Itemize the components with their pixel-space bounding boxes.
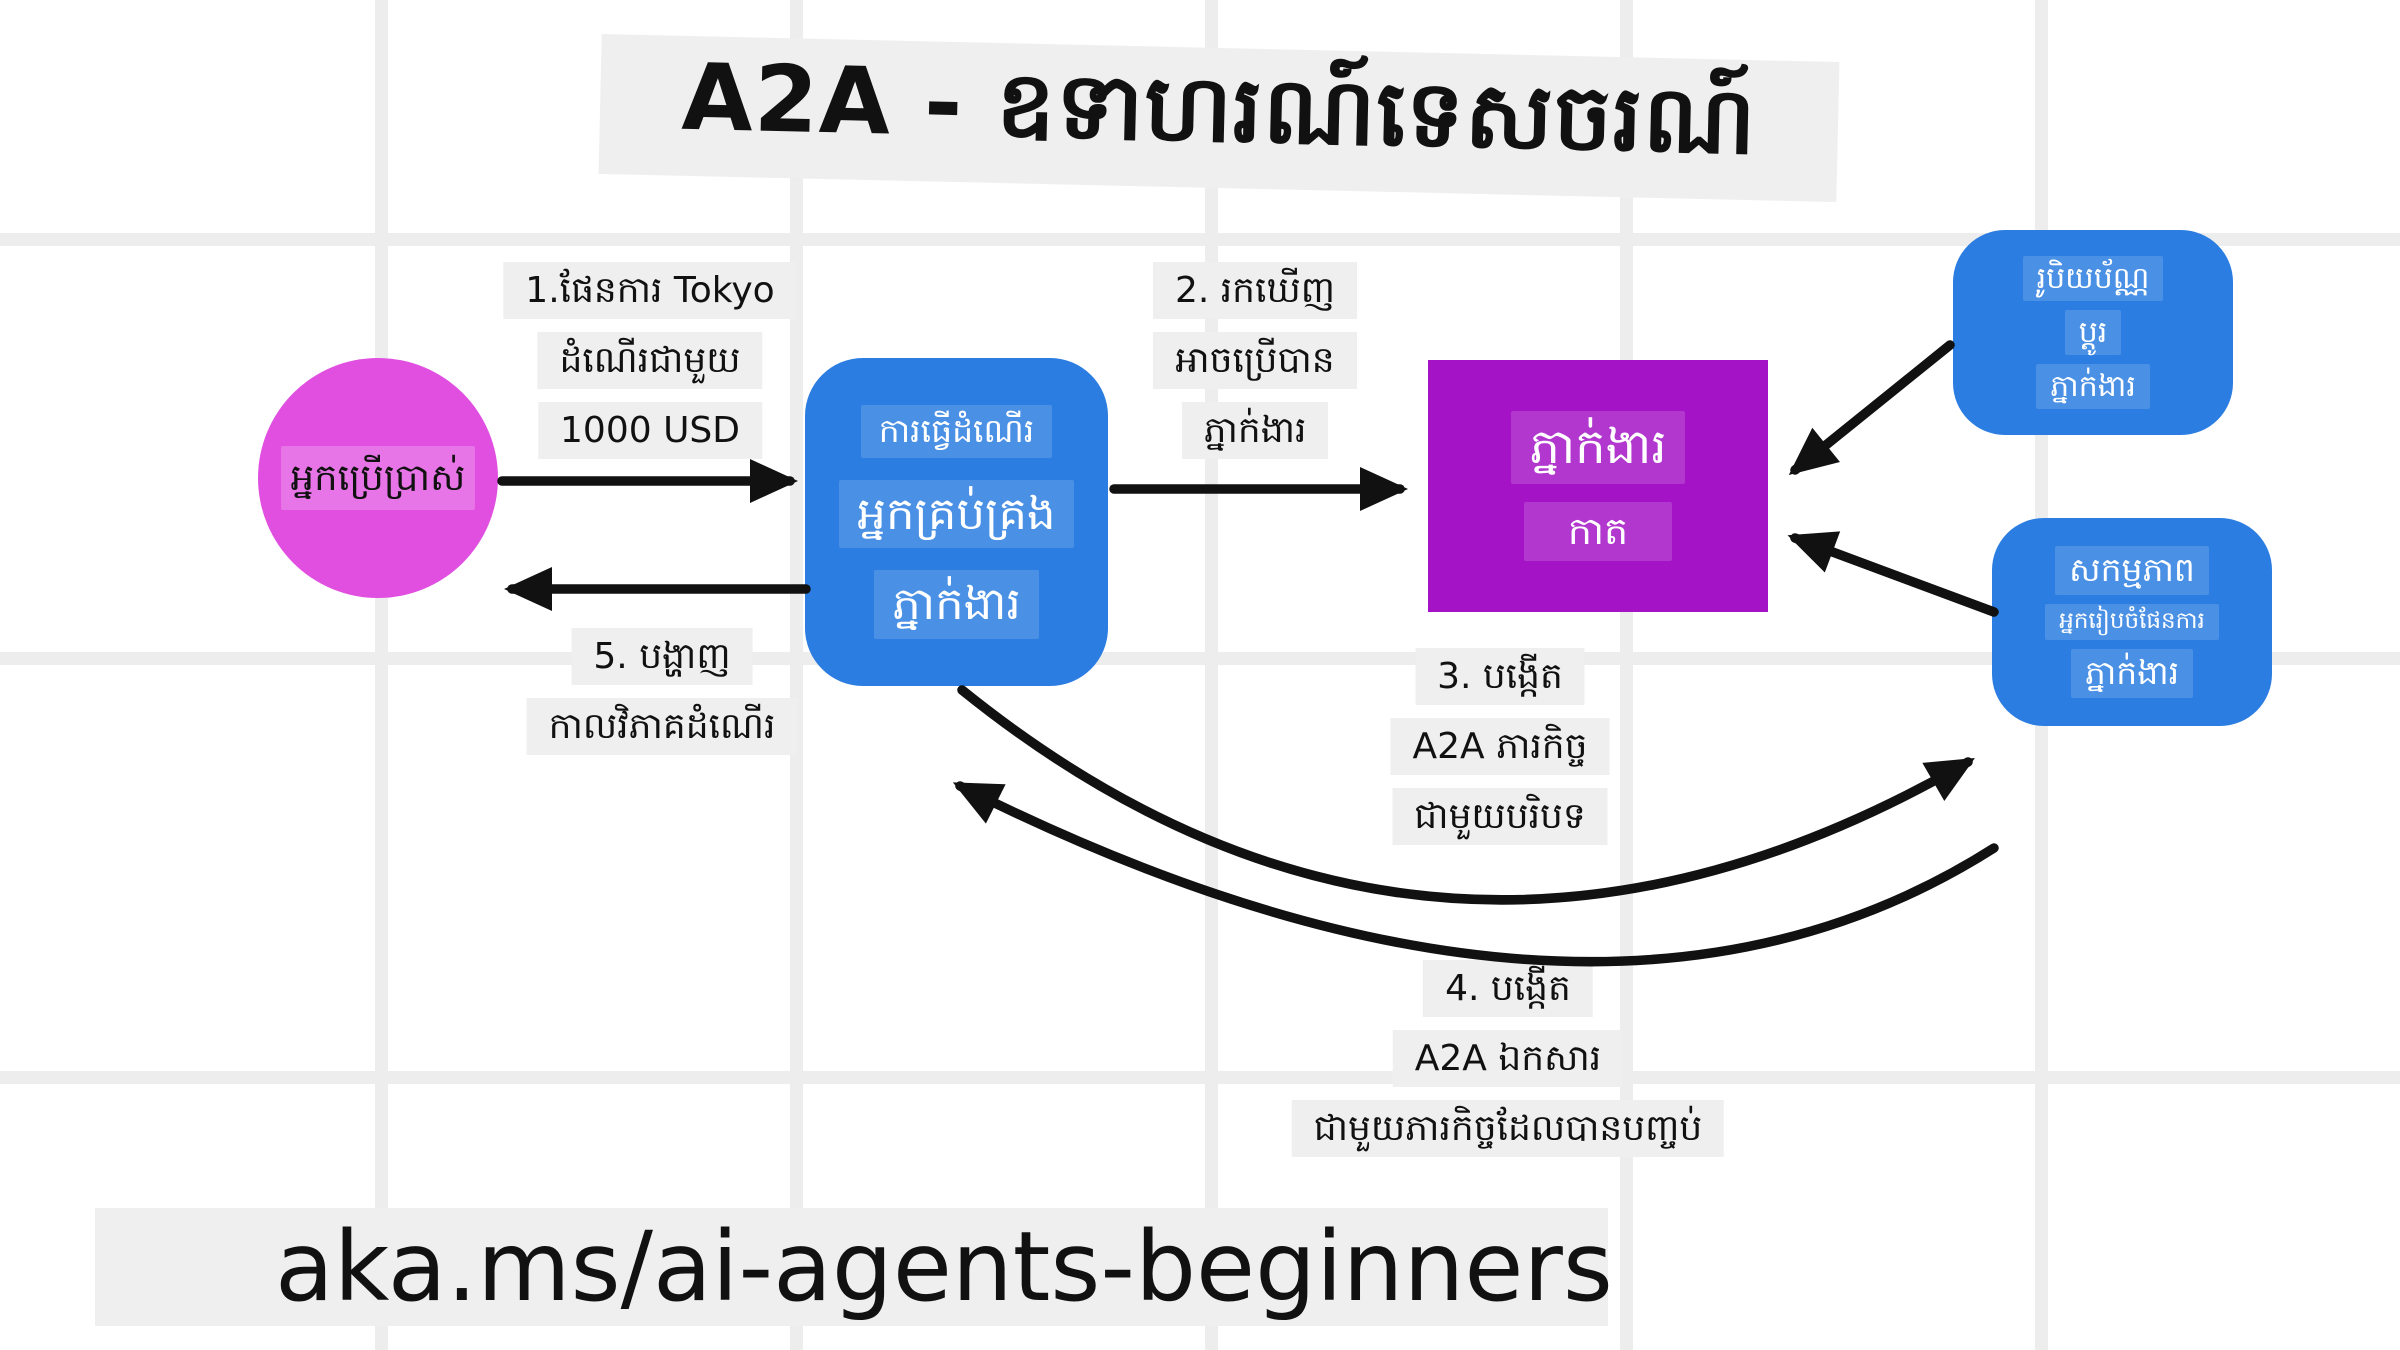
step3-line3: ជាមួយបរិបទ bbox=[1392, 788, 1608, 845]
step5-line1: 5. បង្ហាញ bbox=[571, 628, 753, 685]
activity-planner-agent-node: សកម្មភាព អ្នករៀបចំផែនការ ភ្នាក់ងារ bbox=[1992, 518, 2272, 726]
currency-exchange-line3: ភ្នាក់ងារ bbox=[2036, 364, 2150, 409]
step5-line2: កាលវិភាគដំណើរ bbox=[526, 698, 798, 755]
currency-exchange-line2: ប្តូរ bbox=[2064, 310, 2122, 355]
activity-planner-line1: សកម្មភាព bbox=[2055, 546, 2209, 596]
travel-manager-line3: ភ្នាក់ងារ bbox=[874, 570, 1039, 639]
arrow-currency-to-agent-card bbox=[1788, 340, 1955, 476]
currency-exchange-line1: រូបិយប័ណ្ណ bbox=[2022, 256, 2164, 301]
step2-line2: អាចប្រើបាន bbox=[1153, 332, 1357, 389]
step2-line3: ភ្នាក់ងារ bbox=[1181, 402, 1329, 459]
agent-card-line1: ភ្នាក់ងារ bbox=[1511, 411, 1685, 484]
agent-card-line2: កាត bbox=[1523, 501, 1673, 561]
activity-planner-line3: ភ្នាក់ងារ bbox=[2070, 648, 2194, 698]
user-node: អ្នកប្រើប្រាស់ bbox=[258, 358, 498, 598]
travel-manager-line2: អ្នកគ្រប់គ្រង bbox=[839, 479, 1074, 549]
step3-line1: 3. បង្កើត bbox=[1415, 648, 1585, 705]
step2-label: 2. រកឃើញ អាចប្រើបាន ភ្នាក់ងារ bbox=[1152, 262, 1358, 459]
step4-label: 4. បង្កើត A2A ឯកសារ ជាមួយភារកិច្ចដែលបានប… bbox=[1291, 960, 1725, 1157]
footer-band: aka.ms/ai-agents-beginners bbox=[95, 1208, 1613, 1326]
arrow-activity-to-agent-card bbox=[1787, 531, 1999, 617]
travel-manager-line1: ការធ្វើដំណើរ bbox=[860, 405, 1053, 458]
step4-line2: A2A ឯកសារ bbox=[1392, 1030, 1624, 1087]
currency-exchange-agent-node: រូបិយប័ណ្ណ ប្តូរ ភ្នាក់ងារ bbox=[1953, 230, 2233, 435]
travel-manager-agent-node: ការធ្វើដំណើរ អ្នកគ្រប់គ្រង ភ្នាក់ងារ bbox=[805, 358, 1108, 686]
step3-label: 3. បង្កើត A2A ភារកិច្ច ជាមួយបរិបទ bbox=[1390, 648, 1610, 845]
arrow-artifact-curve-activity-to-manager bbox=[952, 781, 1999, 967]
step5-label: 5. បង្ហាញ កាលវិភាគដំណើរ bbox=[526, 628, 798, 755]
step4-line1: 4. បង្កើត bbox=[1423, 960, 1593, 1017]
step1-line3: 1000 USD bbox=[538, 402, 762, 459]
agent-card-node: ភ្នាក់ងារ កាត bbox=[1428, 360, 1768, 612]
step1-label: 1.ផែនការ Tokyo ដំណើរជាមួយ 1000 USD bbox=[503, 262, 797, 459]
step1-line1: 1.ផែនការ Tokyo bbox=[503, 262, 797, 319]
step2-line1: 2. រកឃើញ bbox=[1152, 262, 1358, 319]
step4-line3: ជាមួយភារកិច្ចដែលបានបញ្ចប់ bbox=[1291, 1100, 1725, 1157]
footer-link-text: aka.ms/ai-agents-beginners bbox=[275, 1211, 1613, 1323]
user-node-label: អ្នកប្រើប្រាស់ bbox=[280, 445, 476, 511]
activity-planner-line2: អ្នករៀបចំផែនការ bbox=[2045, 604, 2219, 640]
step3-line2: A2A ភារកិច្ច bbox=[1390, 718, 1610, 775]
arrow-task-curve-manager-to-activity bbox=[957, 685, 1975, 905]
step1-line2: ដំណើរជាមួយ bbox=[537, 332, 763, 389]
